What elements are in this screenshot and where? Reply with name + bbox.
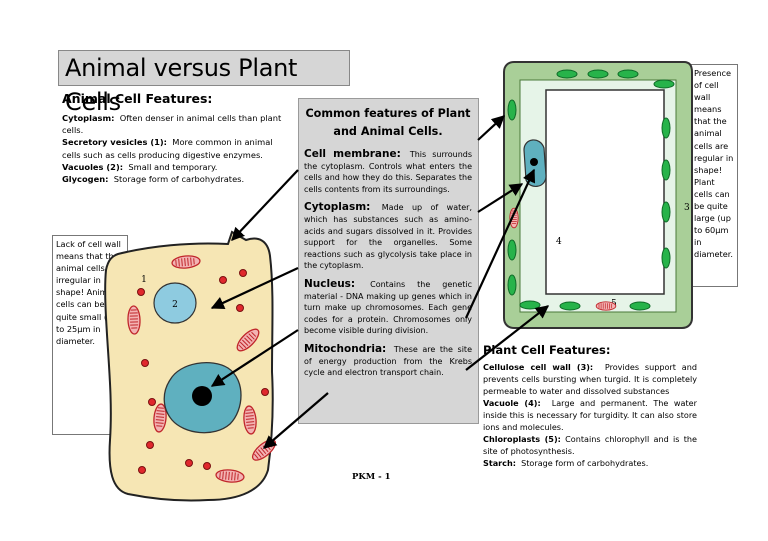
common-features-heading: Common features of Plant and Animal Cell… — [305, 107, 471, 138]
common-feature-cytoplasm: Cytoplasm: Made up of water, which has s… — [304, 201, 472, 271]
plant-feature-vacuole: Vacuole (4): Large and permanent. The wa… — [483, 398, 697, 432]
label-vesicle: 1 — [141, 275, 147, 285]
pointer-arrows — [210, 115, 550, 449]
plant-features-section: Plant Cell Features: Cellulose cell wall… — [483, 343, 697, 469]
plant-features-heading: Plant Cell Features: — [483, 343, 611, 357]
label-vacuole-animal: 2 — [172, 300, 178, 310]
animal-feature-secretory-vesicles: Secretory vesicles (1): More common in a… — [62, 137, 273, 160]
presence-of-cell-wall-note: Presence of cell wall means that the ani… — [690, 64, 738, 287]
plant-vacuole — [545, 89, 665, 295]
animal-vacuole — [153, 282, 197, 324]
animal-secretory-vesicles — [137, 269, 269, 474]
plant-feature-starch: Starch: Storage form of carbohydrates. — [483, 458, 649, 468]
label-vacuole-plant: 4 — [556, 237, 562, 247]
animal-feature-cytoplasm: Cytoplasm: Often denser in animal cells … — [62, 113, 282, 136]
page-code: PKM - 1 — [352, 472, 391, 482]
animal-features-section: Animal Cell Features: Cytoplasm: Often d… — [62, 91, 284, 185]
common-features-box: Common features of Plant and Animal Cell… — [298, 98, 479, 424]
animal-feature-glycogen: Glycogen: Storage form of carbohydrates. — [62, 174, 245, 185]
animal-feature-vacuoles: Vacuoles (2): Small and temporary. — [62, 161, 218, 172]
label-cell-wall: 3 — [684, 203, 690, 213]
common-feature-nucleus: Nucleus: Contains the genetic material -… — [304, 277, 473, 336]
page-title: Animal versus Plant Cells — [58, 50, 350, 116]
plant-nucleolus — [530, 158, 538, 166]
common-feature-cell-membrane: Cell membrane: This surrounds the cytopl… — [304, 148, 473, 194]
plant-feature-cell-wall: Cellulose cell wall (3): Provides suppor… — [483, 362, 697, 396]
common-feature-mitochondria: Mitochondria: These are the site of ener… — [304, 342, 472, 378]
animal-nucleolus — [192, 386, 212, 406]
plant-feature-chloroplasts: Chloroplasts (5): Contains chlorophyll a… — [483, 434, 697, 456]
animal-features-heading: Animal Cell Features: — [62, 91, 213, 106]
